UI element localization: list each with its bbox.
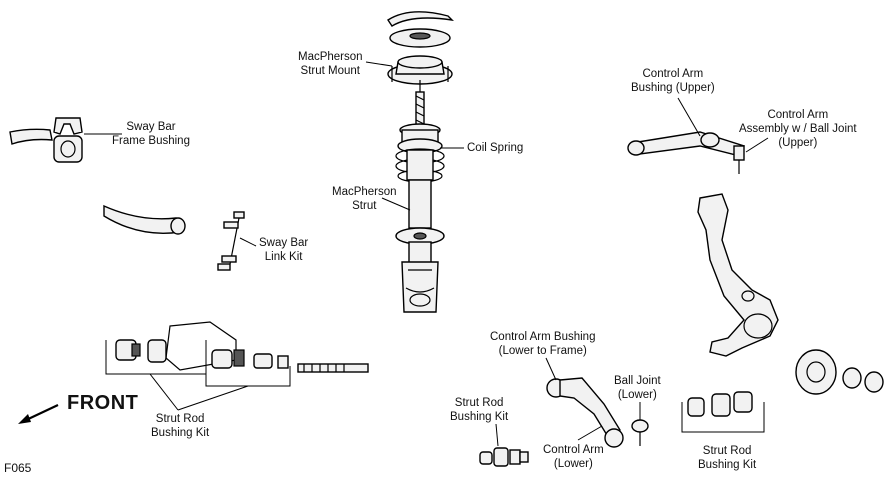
strut-mount-illustration bbox=[387, 11, 454, 92]
label-control-arm-lower: Control Arm(Lower) bbox=[543, 444, 604, 470]
figure-code: F065 bbox=[4, 461, 32, 475]
label-ball-joint-lower: Ball Joint(Lower) bbox=[614, 375, 661, 401]
sway-bar-illustration bbox=[103, 204, 186, 235]
upper-control-arm-illustration bbox=[627, 131, 745, 174]
strut-assembly-illustration bbox=[395, 91, 445, 313]
leader-lines bbox=[84, 61, 769, 447]
strut-rod-bushing-kit-mid-illustration bbox=[479, 447, 529, 467]
wheel-hub-illustration bbox=[795, 349, 884, 395]
sway-bar-frame-bushing-illustration bbox=[9, 117, 83, 163]
front-label: FRONT bbox=[67, 392, 139, 414]
sway-bar-link-kit-illustration bbox=[217, 211, 245, 271]
strut-rod-bushing-kit-left-illustration bbox=[115, 321, 369, 373]
bracket-lines bbox=[105, 340, 765, 433]
lower-control-arm-illustration bbox=[546, 377, 649, 448]
label-control-arm-bushing-lower: Control Arm Bushing(Lower to Frame) bbox=[490, 331, 596, 357]
front-arrow-icon bbox=[18, 404, 59, 424]
strut-rod-bushing-kit-right-illustration bbox=[687, 391, 753, 417]
label-coil-spring: Coil Spring bbox=[467, 142, 524, 154]
steering-knuckle-illustration bbox=[697, 193, 779, 357]
